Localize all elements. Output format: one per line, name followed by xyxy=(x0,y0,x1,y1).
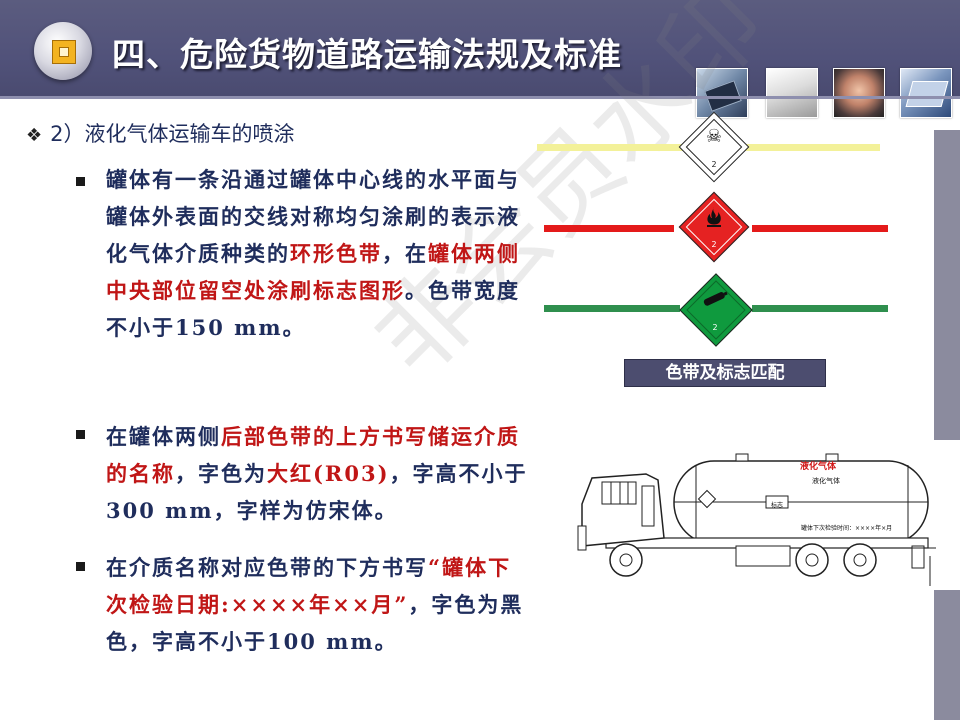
paragraph-1-text: ，在 xyxy=(382,241,428,266)
tanker-truck-drawing xyxy=(577,453,936,586)
green-band-right xyxy=(752,305,888,312)
toxic-gas-sign: ☠ 2 xyxy=(678,111,750,183)
paper-photo xyxy=(766,68,818,118)
paragraph-1: 罐体有一条沿通过罐体中心线的水平面与罐体外表面的交线对称均匀涂刷的表示液化气体介… xyxy=(106,161,531,346)
page-title: 四、危险货物道路运输法规及标准 xyxy=(112,35,622,74)
section-heading-text: 2）液化气体运输车的喷涂 xyxy=(50,122,295,146)
tanker-truck-illustration: 液化气体 液化气体 标志 罐体下次检验时间：××××年×月 xyxy=(576,446,936,591)
book-photo xyxy=(900,68,952,118)
header-divider xyxy=(0,96,960,99)
square-bullet-icon xyxy=(76,430,85,439)
paragraph-2-text: ，字高不小于300 mm，字样为仿宋体。 xyxy=(106,461,528,523)
paragraph-2-text: ，字色为 xyxy=(175,461,267,486)
red-band-right xyxy=(752,225,888,232)
paragraph-2-text: 在罐体两侧 xyxy=(106,424,221,449)
hazard-class-number: 2 xyxy=(712,323,718,332)
flammable-gas-sign: 2 xyxy=(678,191,750,263)
header-bar: 四、危险货物道路运输法规及标准 xyxy=(0,0,960,118)
paragraph-2-highlight: 大红(R03) xyxy=(267,461,390,486)
red-band-left xyxy=(544,225,674,232)
logo-badge xyxy=(34,22,92,80)
tank-medium-label-red: 液化气体 xyxy=(800,462,837,472)
figure-caption: 色带及标志匹配 xyxy=(624,359,826,387)
paragraph-1-text: 罐体有一条沿通过罐体中心线的水平面与罐体外表面的交线对称均匀涂刷的表示液化气体介… xyxy=(106,167,520,266)
side-stripe-gap xyxy=(934,440,960,590)
paragraph-3: 在介质名称对应色带的下方书写“罐体下次检验日期:××××年××月”，字色为黑色，… xyxy=(106,549,531,660)
header-thumbnails xyxy=(696,68,960,118)
square-bullet-icon xyxy=(76,177,85,186)
toxic-gas-icon: ☠ xyxy=(705,126,723,147)
gas-cylinder-icon xyxy=(679,290,751,310)
section-heading: ❖ 2）液化气体运输车的喷涂 xyxy=(26,118,295,148)
tablet-photo xyxy=(696,68,748,118)
paragraph-3-highlight: “罐体下次检验日期:××××年××月” xyxy=(106,555,512,617)
paragraph-1-highlight: 罐体两侧中央部位留空处涂刷标志图形 xyxy=(106,241,520,303)
paragraph-3-text: ，字色为黑色，字高不小于100 mm。 xyxy=(106,592,524,654)
hazard-class-number: 2 xyxy=(711,160,717,169)
paragraph-3-text: 在介质名称对应色带的下方书写 xyxy=(106,555,428,580)
nonflammable-gas-sign: 2 xyxy=(679,273,753,347)
paragraph-1-highlight: 环形色带 xyxy=(290,241,382,266)
flammable-gas-icon xyxy=(679,206,749,232)
green-band-left xyxy=(544,305,680,312)
paragraph-2-highlight: 后部色带的上方书写储运介质的名称 xyxy=(106,424,520,486)
side-stripe xyxy=(934,130,960,720)
tank-inspection-date: 罐体下次检验时间：××××年×月 xyxy=(801,525,893,532)
hazard-class-number: 2 xyxy=(711,240,717,249)
tank-medium-label-black: 液化气体 xyxy=(812,477,840,485)
person-photo xyxy=(833,68,885,118)
square-badge-icon xyxy=(52,40,76,64)
paragraph-1-text: 。色带宽度不小于150 mm。 xyxy=(106,278,520,340)
paragraph-2: 在罐体两侧后部色带的上方书写储运介质的名称，字色为大红(R03)，字高不小于30… xyxy=(106,418,531,529)
diamond-bullet-icon: ❖ xyxy=(26,125,43,146)
square-bullet-icon xyxy=(76,562,85,571)
tank-sign-label: 标志 xyxy=(771,502,784,509)
